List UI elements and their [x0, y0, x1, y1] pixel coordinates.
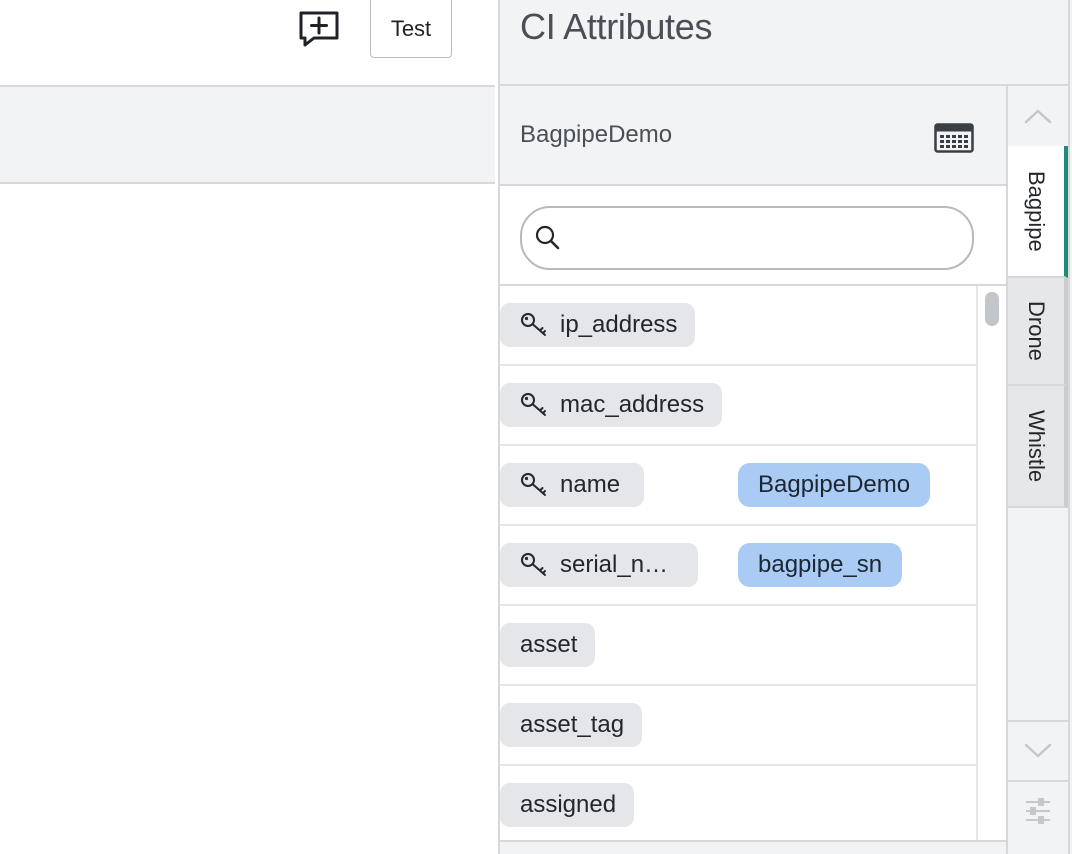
search-input[interactable] [572, 216, 966, 262]
scrollbar-thumb[interactable] [985, 292, 999, 326]
filter-settings-button[interactable] [1008, 780, 1068, 840]
attribute-pill-asset[interactable]: asset [500, 623, 596, 667]
attribute-pill-asset-tag[interactable]: asset_tag [500, 703, 643, 747]
calculator-icon[interactable] [934, 123, 974, 153]
side-tab-column: Bagpipe Drone Whistle [1006, 86, 1068, 854]
panel-edge [1068, 0, 1072, 854]
sub-header-bar [0, 85, 495, 184]
attribute-pill-serial-number[interactable]: serial_n… [500, 543, 698, 587]
attribute-pill-name[interactable]: name [500, 463, 644, 507]
search-area [500, 186, 1006, 284]
list-item: mac_address [500, 366, 976, 446]
main-toolbar: Test [0, 0, 497, 85]
attribute-label: asset [520, 631, 578, 658]
divider [500, 184, 1006, 186]
test-button[interactable]: Test [370, 0, 452, 58]
mapped-value-pill[interactable]: BagpipeDemo [738, 463, 931, 507]
chevron-up-icon [1024, 109, 1052, 124]
attribute-list: ip_address mac_address name BagpipeDemo [500, 286, 976, 842]
list-item: name BagpipeDemo [500, 446, 976, 526]
divider [500, 284, 1006, 286]
chevron-down-icon [1024, 743, 1052, 758]
attribute-pill-assigned[interactable]: assigned [500, 783, 635, 827]
attribute-pill-mac-address[interactable]: mac_address [500, 383, 723, 427]
panel-title: CI Attributes [520, 6, 713, 47]
tab-drone[interactable]: Drone [1008, 278, 1068, 386]
attribute-label: mac_address [560, 391, 705, 418]
ci-attributes-panel: CI Attributes BagpipeDemo [498, 0, 1072, 854]
search-box[interactable] [520, 206, 974, 270]
scroll-tabs-up-button[interactable] [1008, 86, 1068, 146]
scroll-tabs-down-button[interactable] [1008, 720, 1068, 780]
record-name: BagpipeDemo [520, 121, 673, 148]
key-icon [520, 472, 548, 498]
tab-bagpipe[interactable]: Bagpipe [1008, 146, 1068, 278]
list-item: assigned [500, 766, 976, 842]
search-icon [535, 225, 560, 250]
key-icon [520, 312, 548, 338]
sliders-icon [1026, 798, 1050, 824]
list-item: asset [500, 606, 976, 686]
attribute-label: assigned [520, 791, 617, 818]
key-icon [520, 392, 548, 418]
attribute-label: serial_n… [560, 551, 669, 578]
tab-label: Bagpipe [1024, 170, 1049, 252]
divider [500, 840, 1006, 842]
attribute-label: asset_tag [520, 711, 625, 738]
tab-label: Drone [1024, 301, 1049, 361]
tab-whistle[interactable]: Whistle [1008, 386, 1068, 508]
tab-label: Whistle [1024, 409, 1049, 483]
record-header: BagpipeDemo [500, 86, 1006, 185]
attribute-list-scrollbar[interactable] [976, 286, 1006, 842]
list-item: ip_address [500, 286, 976, 366]
key-icon [520, 552, 548, 578]
attribute-label: name [560, 471, 621, 498]
add-comment-button[interactable] [298, 10, 340, 48]
attribute-label: ip_address [560, 311, 678, 338]
divider [500, 84, 1072, 86]
list-item: serial_n… bagpipe_sn [500, 526, 976, 606]
mapped-value-pill[interactable]: bagpipe_sn [738, 543, 903, 587]
attribute-pill-ip-address[interactable]: ip_address [500, 303, 696, 347]
list-item: asset_tag [500, 686, 976, 766]
comment-add-icon [299, 11, 339, 47]
